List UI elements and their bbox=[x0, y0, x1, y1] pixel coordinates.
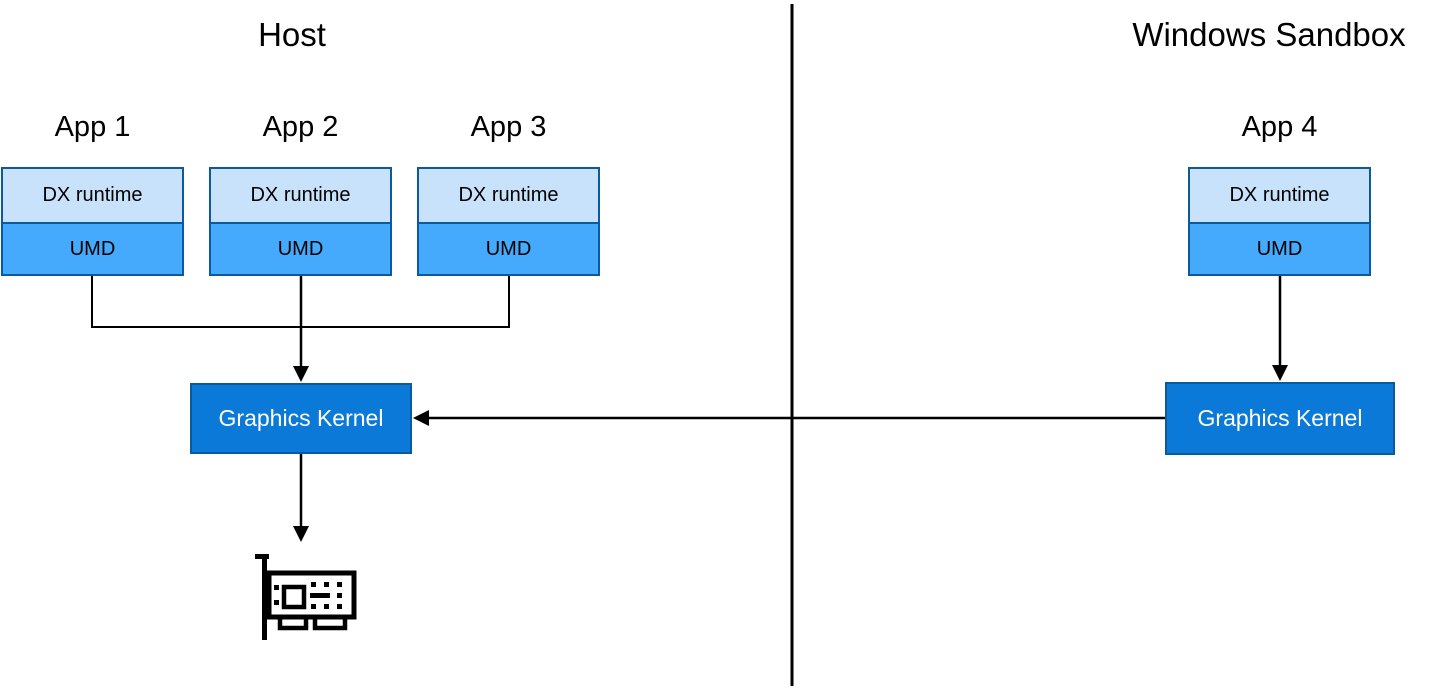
app2-umd-label: UMD bbox=[277, 237, 324, 260]
host-section-title: Host bbox=[258, 16, 326, 53]
sandbox-section-title: Windows Sandbox bbox=[1132, 16, 1406, 53]
app3-stack: DX runtime UMD bbox=[417, 167, 600, 276]
app1-dx-runtime-label: DX runtime bbox=[42, 184, 143, 206]
app1-umd-box: UMD bbox=[3, 222, 182, 274]
app4-umd-label: UMD bbox=[1256, 237, 1303, 260]
app1-umd-label: UMD bbox=[69, 237, 116, 260]
app3-umd-box: UMD bbox=[419, 222, 598, 274]
app2-dx-runtime-label: DX runtime bbox=[250, 184, 351, 206]
app4-umd-box: UMD bbox=[1190, 222, 1369, 274]
host-graphics-kernel-box: Graphics Kernel bbox=[190, 383, 412, 454]
host-graphics-kernel-label: Graphics Kernel bbox=[218, 405, 384, 431]
app4-dx-runtime-label: DX runtime bbox=[1229, 184, 1330, 206]
host-apps-bus-line bbox=[91, 276, 510, 328]
app3-dx-runtime-box: DX runtime bbox=[419, 169, 598, 222]
app2-stack: DX runtime UMD bbox=[209, 167, 392, 276]
app2-umd-box: UMD bbox=[211, 222, 390, 274]
arrowhead-into-host-kernel-right bbox=[413, 410, 429, 426]
app2-label: App 2 bbox=[262, 111, 339, 143]
app2-dx-runtime-box: DX runtime bbox=[211, 169, 390, 222]
app4-dx-runtime-box: DX runtime bbox=[1190, 169, 1369, 222]
sandbox-graphics-kernel-box: Graphics Kernel bbox=[1165, 382, 1395, 455]
app4-stack: DX runtime UMD bbox=[1188, 167, 1371, 276]
arrowhead-into-sandbox-kernel bbox=[1272, 365, 1288, 381]
app3-dx-runtime-label: DX runtime bbox=[458, 184, 559, 206]
app1-dx-runtime-box: DX runtime bbox=[3, 169, 182, 222]
app3-umd-label: UMD bbox=[485, 237, 532, 260]
sandbox-graphics-kernel-label: Graphics Kernel bbox=[1197, 405, 1363, 431]
app4-label: App 4 bbox=[1241, 111, 1318, 143]
arrowhead-into-host-kernel bbox=[293, 366, 309, 382]
gpu-card-icon bbox=[255, 554, 357, 640]
app1-label: App 1 bbox=[54, 111, 131, 143]
app3-label: App 3 bbox=[470, 111, 547, 143]
app1-stack: DX runtime UMD bbox=[1, 167, 184, 276]
arrowhead-into-gpu bbox=[293, 526, 309, 542]
